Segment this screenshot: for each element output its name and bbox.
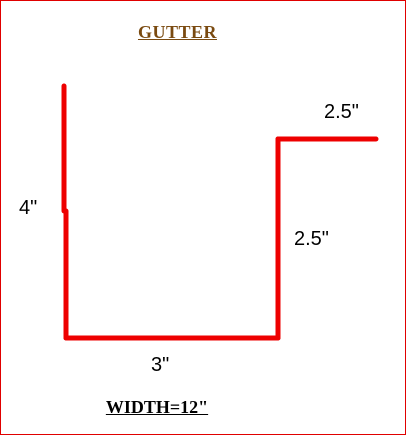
diagram-title: GUTTER — [137, 22, 218, 42]
right-side-dimension: 2.5" — [294, 228, 329, 250]
width-label: WIDTH=12" — [105, 397, 209, 417]
bottom-dimension: 3" — [151, 354, 170, 376]
left-side-dimension: 4" — [19, 197, 38, 219]
top-flange-dimension: 2.5" — [324, 101, 359, 123]
